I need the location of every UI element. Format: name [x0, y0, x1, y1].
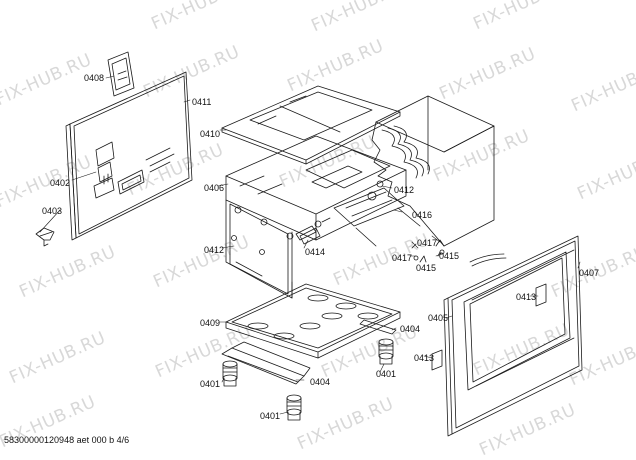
part-0403-bracket — [35, 227, 55, 247]
callout-0417-top: 0417 — [417, 238, 438, 248]
callout-0404-lower: 0404 — [310, 377, 331, 387]
part-insulation-block — [371, 95, 495, 247]
part-0416-rail — [333, 180, 421, 247]
part-0408-bracket — [107, 51, 135, 97]
part-0405-0407-door — [431, 235, 583, 437]
part-cabinet-body — [225, 135, 407, 299]
callout-0413-lower: 0413 — [414, 353, 435, 363]
part-0401-foot-middle — [378, 338, 394, 365]
callout-0401-bottom: 0401 — [260, 411, 281, 421]
part-0409-bottom-tray — [225, 283, 401, 359]
callout-0412-left: 0412 — [204, 245, 225, 255]
callout-0415-right: 0415 — [439, 251, 460, 261]
part-0413-seal — [469, 253, 507, 267]
part-0404-strip-upper — [359, 319, 397, 335]
callout-0415-left: 0415 — [416, 263, 437, 273]
callout-0403: 0403 — [42, 206, 63, 216]
callout-0401-middle: 0401 — [376, 369, 397, 379]
callout-0412-right: 0412 — [394, 185, 415, 195]
callout-0408: 0408 — [84, 73, 105, 83]
part-0414-fitting — [299, 217, 331, 245]
leader-lines — [39, 75, 581, 415]
callout-0410: 0410 — [200, 129, 221, 139]
part-0401-foot-bottom — [286, 394, 302, 421]
callout-0411: 0411 — [192, 97, 212, 107]
callout-0406: 0406 — [204, 183, 225, 193]
parts-drawing — [35, 51, 583, 437]
callout-0402: 0402 — [50, 178, 71, 188]
part-0411-side-panel — [65, 71, 193, 241]
part-0404-strip-lower — [221, 341, 311, 385]
part-0401-foot-left — [222, 360, 238, 387]
part-0410-top-plate — [221, 85, 401, 165]
callout-0407: 0407 — [579, 268, 600, 278]
callout-0405: 0405 — [428, 313, 449, 323]
callout-0414: 0414 — [305, 247, 326, 257]
callout-0409: 0409 — [200, 318, 221, 328]
callout-0417-left: 0417 — [392, 253, 413, 263]
callout-0401-left: 0401 — [200, 379, 221, 389]
document-reference: 58300000120948 aet 000 b 4/6 — [4, 435, 130, 445]
callout-0413-upper: 0413 — [516, 292, 537, 302]
callout-0416: 0416 — [412, 210, 433, 220]
callout-0404-upper: 0404 — [400, 324, 421, 334]
